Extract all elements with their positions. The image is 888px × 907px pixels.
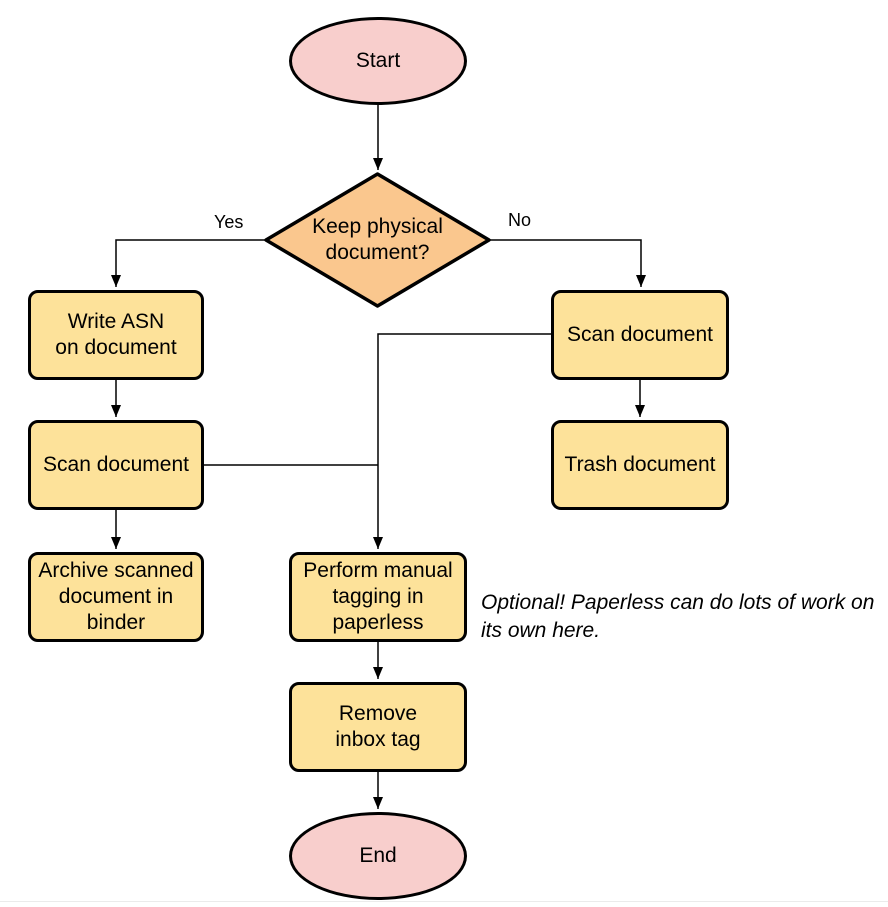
node-scan-document-right-label: Scan document [567,323,713,346]
node-trash-document: Trash document [551,420,729,510]
edge-label-yes: Yes [214,212,244,232]
bottom-separator [0,901,888,902]
edge-scan-right-to-tagging [373,333,551,549]
node-scan-document-left-label: Scan document [43,453,189,476]
optional-note: Optional! Paperless can do lots of work … [481,591,875,642]
edge-label-no: No [508,210,532,230]
decision-diamond-shape [264,172,491,308]
node-manual-tagging-label: Perform manual tagging in paperless [303,559,453,634]
node-manual-tagging: Perform manual tagging in paperless [289,552,467,642]
node-trash-document-label: Trash document [564,453,716,476]
node-remove-inbox-tag-label: Remove inbox tag [335,702,421,751]
edge-decision-no-to-scan-right [490,239,646,287]
node-start-label: Start [355,49,401,72]
node-remove-inbox-tag: Remove inbox tag [289,682,467,772]
edge-decision-yes-to-write-asn [111,239,265,287]
node-end-label: End [359,844,397,867]
node-write-asn: Write ASN on document [28,290,204,380]
node-scan-document-left: Scan document [28,420,204,510]
node-end: End [289,812,467,900]
node-decision: Keep physical document? [290,200,465,280]
node-scan-document-right: Scan document [551,290,729,380]
node-start: Start [289,17,467,105]
node-archive-binder-label: Archive scanned document in binder [38,559,194,634]
node-decision-label: Keep physical document? [312,215,443,264]
node-write-asn-label: Write ASN on document [55,310,177,359]
node-archive-binder: Archive scanned document in binder [28,552,204,642]
